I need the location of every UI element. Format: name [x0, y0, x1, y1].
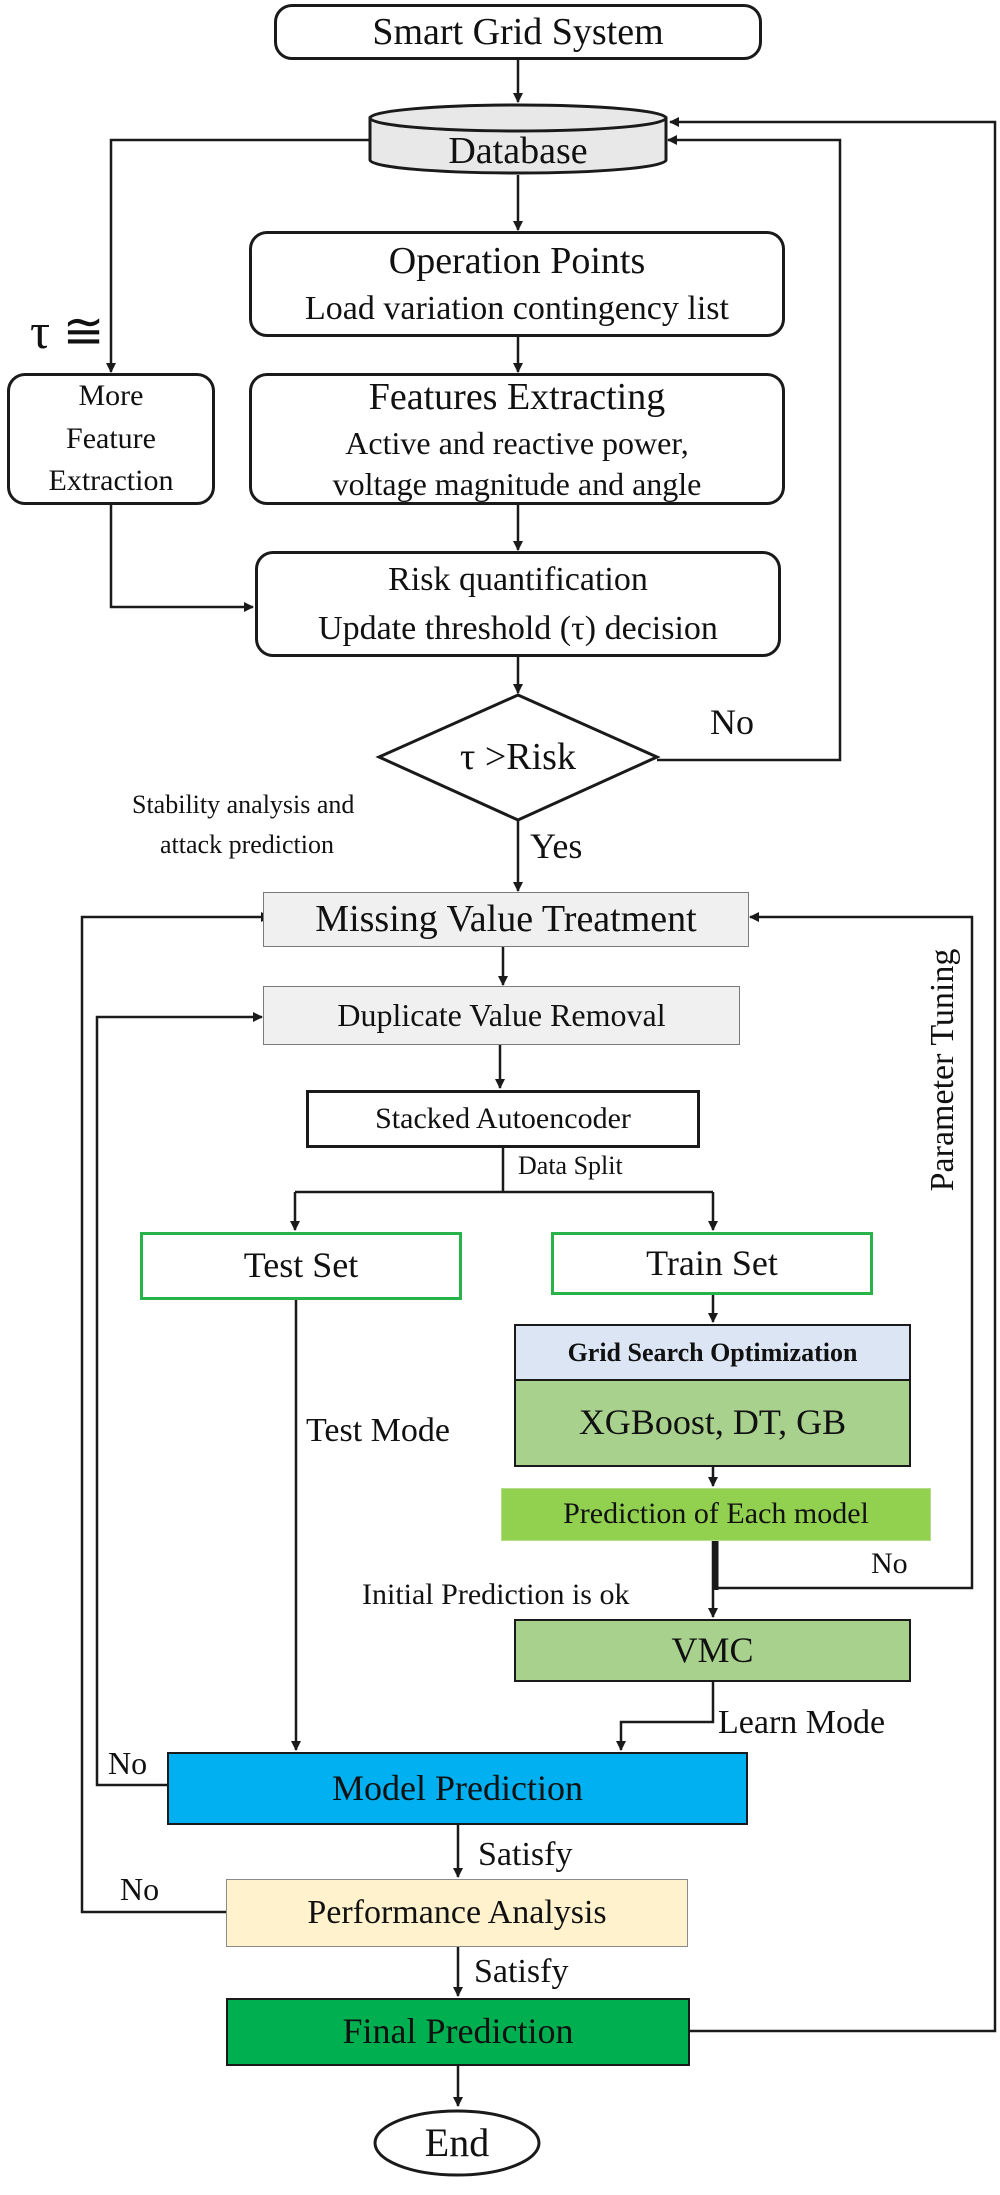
risk-quantification-title: Risk quantification	[388, 560, 648, 598]
learn-mode-label: Learn Mode	[718, 1704, 886, 1741]
vmc-node: VMC	[514, 1619, 911, 1682]
smart-grid-system-label: Smart Grid System	[372, 10, 664, 53]
tau-approx-label: τ ≅	[30, 303, 105, 359]
stacked-autoencoder-label: Stacked Autoencoder	[375, 1101, 631, 1135]
missing-value-treatment-node: Missing Value Treatment	[263, 892, 749, 947]
test-set-node: Test Set	[140, 1232, 462, 1300]
prediction-of-each-model-node: Prediction of Each model	[501, 1488, 931, 1541]
parameter-tuning-label: Parameter Tuning	[924, 948, 961, 1192]
decision-node: τ >Risk	[409, 730, 627, 784]
database-cylinder	[368, 103, 668, 175]
final-prediction-label: Final Prediction	[342, 2011, 574, 2052]
vmc-label: VMC	[671, 1629, 754, 1670]
stacked-autoencoder-node: Stacked Autoencoder	[306, 1090, 700, 1148]
operation-points-subtitle: Load variation contingency list	[305, 290, 729, 328]
operation-points-title: Operation Points	[388, 240, 646, 283]
test-mode-label: Test Mode	[306, 1412, 450, 1449]
features-extracting-node: Features Extracting Active and reactive …	[249, 373, 785, 505]
yes-label: Yes	[530, 826, 583, 866]
train-set-node: Train Set	[551, 1232, 873, 1295]
end-label: End	[424, 2119, 490, 2165]
features-extracting-line1: Active and reactive power,	[345, 425, 689, 462]
data-split-label: Data Split	[518, 1151, 623, 1180]
train-set-label: Train Set	[646, 1242, 778, 1283]
performance-analysis-node: Performance Analysis	[226, 1879, 688, 1947]
final-prediction-node: Final Prediction	[226, 1998, 690, 2066]
initial-prediction-ok-label: Initial Prediction is ok	[362, 1578, 630, 1611]
risk-quantification-node: Risk quantification Update threshold (τ)…	[255, 551, 781, 657]
missing-value-treatment-label: Missing Value Treatment	[315, 898, 697, 941]
model-prediction-node: Model Prediction	[167, 1752, 748, 1825]
more-feature-extraction-node: More Feature Extraction	[7, 373, 215, 505]
risk-quantification-subtitle: Update threshold (τ) decision	[318, 610, 718, 647]
operation-points-node: Operation Points Load variation continge…	[249, 231, 785, 337]
features-extracting-title: Features Extracting	[368, 375, 666, 418]
stability-analysis-line1: Stability analysis and	[132, 790, 355, 819]
tuning-no-label: No	[871, 1547, 908, 1580]
performance-analysis-label: Performance Analysis	[307, 1894, 607, 1932]
end-ellipse	[373, 2109, 541, 2177]
satisfy-2-label: Satisfy	[474, 1953, 569, 1990]
more-feature-line1: More	[78, 379, 144, 413]
grid-search-optimization-node: Grid Search Optimization	[514, 1324, 911, 1381]
duplicate-value-removal-label: Duplicate Value Removal	[337, 996, 666, 1033]
performance-no-label: No	[120, 1871, 160, 1907]
xgboost-models-label: XGBoost, DT, GB	[578, 1402, 847, 1443]
database-node: Database	[370, 128, 666, 174]
decision-no-label: No	[710, 702, 754, 742]
model-no-label: No	[108, 1745, 148, 1781]
prediction-of-each-model-label: Prediction of Each model	[563, 1497, 869, 1531]
xgboost-models-node: XGBoost, DT, GB	[514, 1381, 911, 1467]
smart-grid-system-node: Smart Grid System	[274, 4, 762, 60]
duplicate-value-removal-node: Duplicate Value Removal	[263, 986, 740, 1045]
satisfy-1-label: Satisfy	[478, 1836, 573, 1873]
decision-label: τ >Risk	[460, 735, 576, 778]
model-prediction-label: Model Prediction	[332, 1767, 583, 1808]
stability-analysis-line2: attack prediction	[160, 830, 334, 859]
test-set-label: Test Set	[243, 1245, 359, 1286]
end-node: End	[375, 2111, 539, 2175]
more-feature-line3: Extraction	[48, 464, 174, 498]
features-extracting-line2: voltage magnitude and angle	[332, 466, 702, 503]
grid-search-optimization-label: Grid Search Optimization	[567, 1337, 858, 1367]
database-label: Database	[448, 129, 588, 172]
more-feature-line2: Feature	[66, 421, 156, 455]
